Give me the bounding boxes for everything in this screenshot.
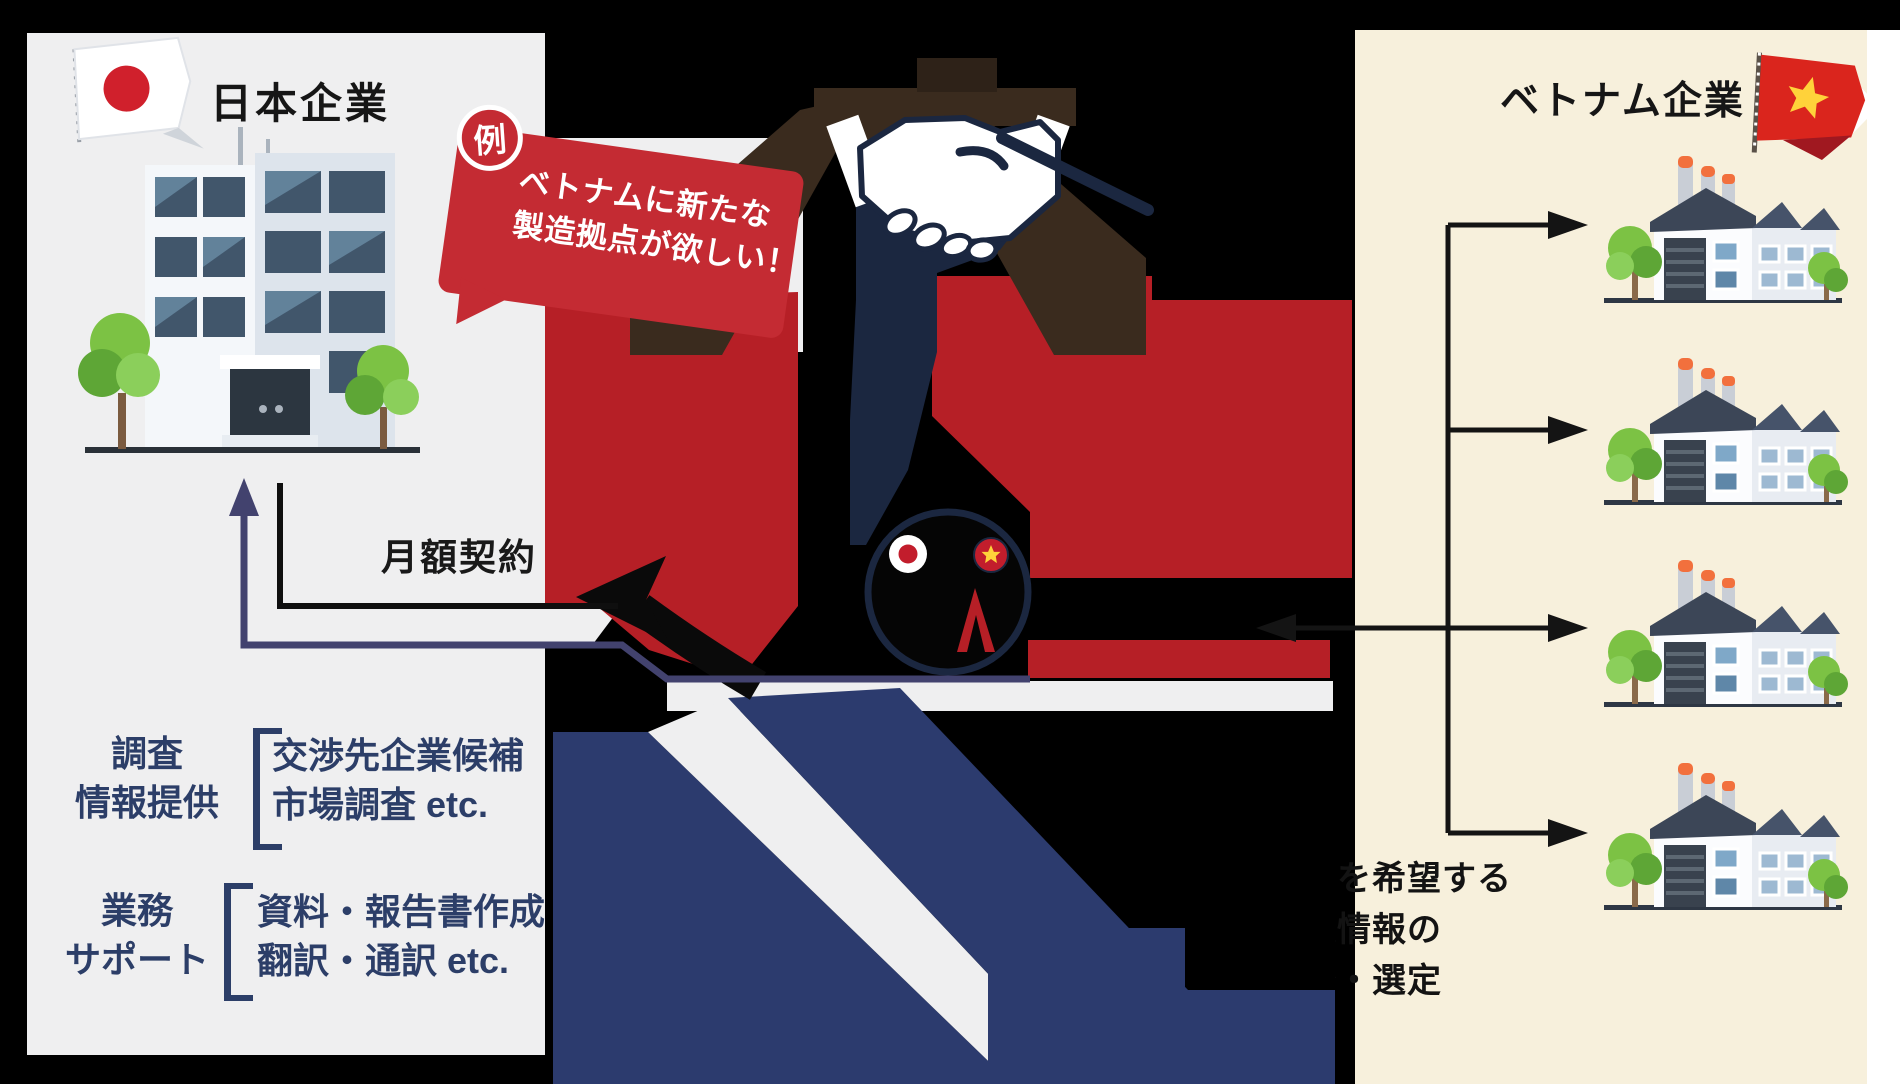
red-strip [1028,640,1330,678]
red-swoosh-right [932,276,1352,578]
vietnam-panel-title: ベトナム企業 [1500,80,1745,123]
caption-line-3: 調査・選定 [1335,962,1442,1000]
research-item-1: 交渉先企業候補 [272,735,525,776]
japan-flag-badge [889,535,927,573]
navy-chevron-1 [553,732,1012,1084]
center-left-black-arrow [576,556,767,700]
vietnam-flag-badge [973,537,1009,573]
caption-line-1: 取引を希望する [1335,860,1512,898]
navy-chevron-2 [728,688,1335,1084]
bracket-icon [253,728,282,850]
flow-band-gray-right [667,681,1333,711]
right-margin [1867,30,1900,1084]
support-item-1: 資料・報告書作成 [257,891,546,932]
mascot-flags-icon [864,508,1032,676]
navy-chevron-3 [988,928,1333,1084]
support-item-2: 翻訳・通訳 etc. [257,940,510,981]
mascot-figure [957,588,995,652]
business-support-label: 業務 サポート [64,890,209,980]
bracket-icon [224,883,253,1001]
research-item-2: 市場調査 etc. [272,784,489,825]
monthly-contract-label: 月額契約 [381,537,537,578]
research-info-label: 調査 情報提供 [74,733,219,823]
flow-band-gray-left [545,608,620,644]
selection-caption: 取引を希望する 企業情報の 調査・選定 [1335,848,1575,1018]
caption-line-2: 企業情報の [1335,911,1442,949]
japan-panel-title: 日本企業 [210,80,391,127]
gray-diagonal-band [648,698,1092,1084]
